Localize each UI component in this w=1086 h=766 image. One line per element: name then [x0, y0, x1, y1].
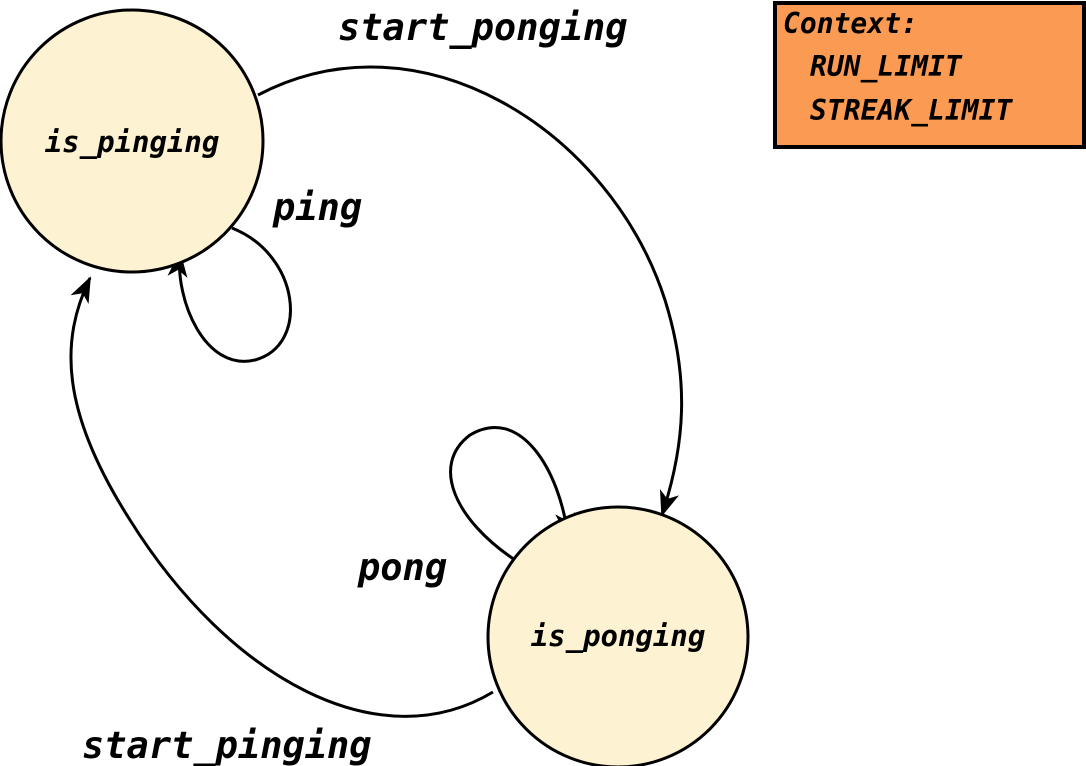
state-is-ponging-circle — [486, 505, 750, 766]
context-item-streak-limit: STREAK_LIMIT — [810, 94, 1013, 127]
transition-start-pinging-label: start_pinging — [82, 724, 372, 766]
context-box-frame — [773, 1, 1086, 149]
context-title: Context: — [783, 7, 918, 40]
state-is-pinging-label: is_pinging — [45, 125, 220, 159]
transition-start-ponging-label: start_ponging — [338, 6, 628, 49]
transition-pong-arrow — [449, 426, 576, 562]
state-is-pinging-circle — [0, 8, 265, 274]
context-item-run-limit: RUN_LIMIT — [810, 50, 963, 83]
transition-ping-label: ping — [272, 186, 362, 229]
transition-pong-label: pong — [357, 546, 447, 589]
transition-start-pinging-arrow — [69, 276, 494, 718]
state-is-pinging[interactable]: is_pinging — [0, 8, 265, 274]
transition-start-ponging-arrow — [257, 65, 684, 517]
context-box: Context: RUN_LIMIT STREAK_LIMIT — [773, 1, 1086, 149]
transition-ping-arrow — [167, 226, 292, 363]
state-is-ponging[interactable]: is_ponging — [486, 505, 750, 766]
state-is-ponging-label: is_ponging — [531, 619, 706, 653]
